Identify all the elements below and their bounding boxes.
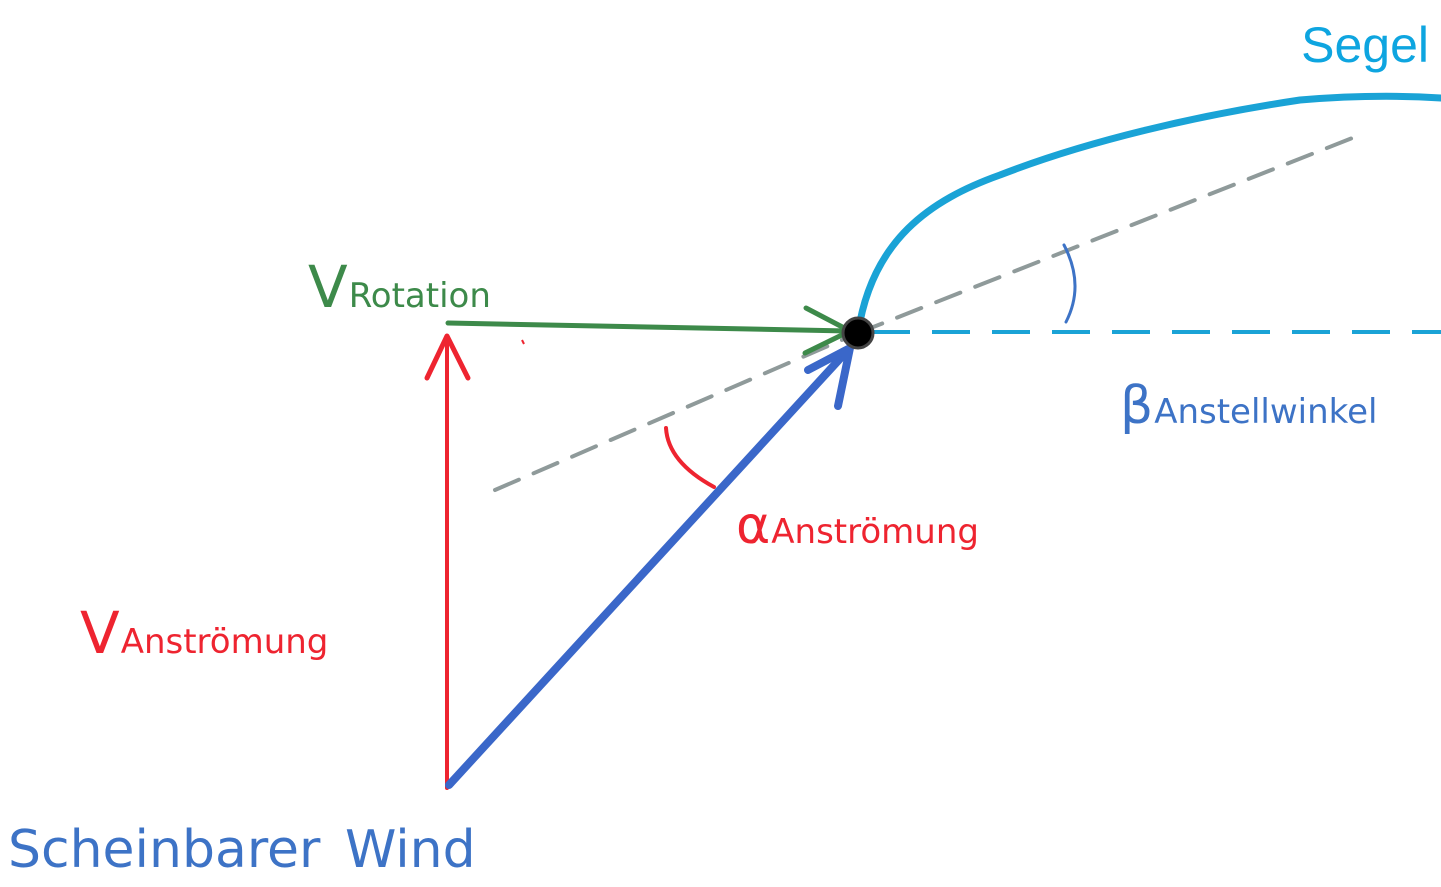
v-anstroemung-label: VAnströmung bbox=[80, 604, 328, 662]
v-anstroemung-symbol: V bbox=[80, 599, 120, 667]
sail-curve bbox=[854, 92, 1441, 337]
v-rotation-arrow bbox=[445, 305, 853, 356]
v-rotation-shaft bbox=[445, 320, 851, 334]
alpha-symbol: α bbox=[736, 496, 771, 556]
beta-subscript: Anstellwinkel bbox=[1154, 392, 1378, 432]
beta-symbol: β bbox=[1120, 376, 1154, 436]
stray-mark bbox=[521, 339, 525, 345]
alpha-subscript: Anströmung bbox=[771, 512, 979, 552]
scheinbarer-wind-label: Scheinbarer Wind bbox=[8, 820, 476, 880]
v-anstroemung-subscript: Anströmung bbox=[120, 622, 329, 662]
beta-angle-arc bbox=[1062, 243, 1077, 324]
v-anstroemung-arrowhead bbox=[424, 333, 471, 381]
chord-reference-dashed-line bbox=[493, 131, 1367, 492]
segel-label: Segel bbox=[1301, 17, 1429, 73]
apparent-wind-arrowhead bbox=[804, 344, 854, 410]
pivot-point bbox=[841, 316, 875, 350]
apparent-wind-arrow bbox=[445, 344, 854, 789]
apparent-wind-shaft bbox=[445, 346, 852, 789]
alpha-anstroemung-label: αAnströmung bbox=[736, 500, 979, 552]
v-rotation-subscript: Rotation bbox=[348, 276, 491, 316]
v-rotation-label: VRotation bbox=[308, 258, 491, 316]
beta-anstellwinkel-label: βAnstellwinkel bbox=[1120, 380, 1378, 432]
alpha-angle-arc bbox=[664, 426, 716, 489]
v-anstroemung-arrow bbox=[424, 333, 471, 790]
v-rotation-symbol: V bbox=[308, 253, 348, 321]
